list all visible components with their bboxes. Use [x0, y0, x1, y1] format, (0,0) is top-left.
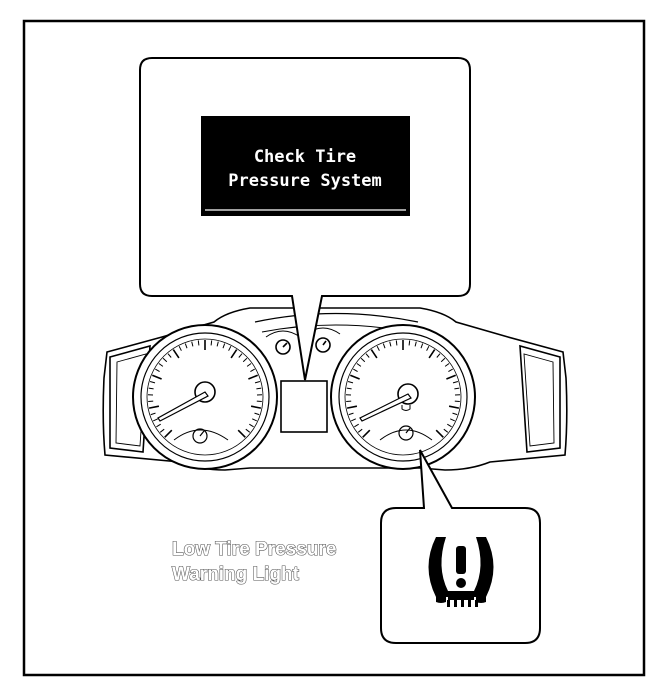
- gauge-tick: [245, 428, 251, 433]
- gauge-tick: [354, 423, 359, 428]
- gauge-tick: [436, 353, 441, 358]
- gauge-tick: [172, 349, 180, 359]
- tachometer-gauge: [330, 324, 476, 470]
- gauge-tick: [353, 368, 358, 373]
- gauge-tick: [376, 345, 380, 351]
- speedometer-gauge: [132, 324, 278, 470]
- message-display: [201, 116, 410, 216]
- warning-light-callout: [380, 449, 541, 644]
- gauge-tick: [149, 381, 156, 384]
- gauge-tick: [346, 405, 358, 409]
- gauge-tick: [249, 423, 254, 428]
- gauge-tick: [162, 357, 168, 363]
- gauge-tick: [256, 387, 262, 390]
- gauge-tick: [452, 381, 459, 384]
- gauge-tick: [452, 412, 458, 416]
- gauge-tick: [191, 341, 194, 347]
- gauge-tick: [197, 340, 200, 346]
- gauge-tick: [449, 418, 456, 422]
- gauge-tick: [444, 363, 450, 367]
- gauge-tick: [420, 343, 424, 349]
- gauge-tick: [454, 387, 460, 390]
- gauge-tick: [395, 340, 398, 346]
- gauge-tick: [443, 428, 449, 433]
- gauge-tick: [426, 345, 430, 351]
- gauge-tick: [365, 353, 370, 358]
- gauge-tick: [230, 349, 238, 359]
- gauge-tick: [346, 387, 352, 390]
- gauge-tick: [242, 357, 248, 363]
- gauge-tick: [382, 343, 386, 349]
- gauge-tick: [228, 345, 232, 351]
- gauge-tick: [250, 368, 255, 373]
- display-callout: Check Tire Pressure System: [139, 57, 471, 381]
- gauge-tick: [447, 423, 452, 428]
- gauge-tick: [357, 428, 363, 433]
- gauge-tick: [150, 412, 156, 416]
- gauge-tick: [210, 340, 213, 346]
- gauge-tick: [370, 349, 378, 359]
- gauge-tick: [356, 363, 362, 367]
- gauge-tick: [428, 349, 436, 359]
- gauge-tick: [184, 343, 188, 349]
- display-message-line-1: Check Tire: [254, 147, 356, 167]
- gauge-tick: [151, 374, 162, 380]
- gauge-tick: [435, 429, 444, 438]
- gauge-tick: [448, 405, 460, 409]
- display-message-line-2: Pressure System: [228, 171, 382, 191]
- gauge-tick: [360, 357, 366, 363]
- gauge-tick: [349, 374, 360, 380]
- gauge-tick: [159, 428, 165, 433]
- gauge-tick: [448, 368, 453, 373]
- gauge-tick: [250, 405, 262, 409]
- gauge-tick: [216, 341, 219, 347]
- gauge-tick: [347, 381, 354, 384]
- warning-light-label-line-2: Warning Light: [172, 564, 300, 585]
- gauge-tick: [414, 341, 417, 347]
- gauge-tick: [156, 423, 161, 428]
- gauge-tick: [155, 368, 160, 373]
- gauge-tick: [238, 353, 243, 358]
- gauge-tick: [152, 418, 159, 422]
- warning-light-label-line-1: Low Tire Pressure: [172, 539, 336, 560]
- gauge-tick: [164, 429, 173, 438]
- tire-pressure-warning-icon: [428, 537, 494, 607]
- gauge-tick: [408, 340, 411, 346]
- gauge-tick: [251, 418, 258, 422]
- gauge-tick: [148, 405, 160, 409]
- gauge-tick: [389, 341, 392, 347]
- gauge-tick: [248, 374, 259, 380]
- gauge-tick: [440, 357, 446, 363]
- gauge-tick: [167, 353, 172, 358]
- gauge-tick: [237, 429, 246, 438]
- gauge-tick: [158, 363, 164, 367]
- gauge-tick: [446, 374, 457, 380]
- gauge-tick: [254, 381, 261, 384]
- gauge-tick: [362, 429, 371, 438]
- gauge-tick: [350, 418, 357, 422]
- gauge-tick: [178, 345, 182, 351]
- gauge-tick: [246, 363, 252, 367]
- gauge-tick: [148, 387, 154, 390]
- gauge-tick: [254, 412, 260, 416]
- gauge-tick: [348, 412, 354, 416]
- gauge-tick: [222, 343, 226, 349]
